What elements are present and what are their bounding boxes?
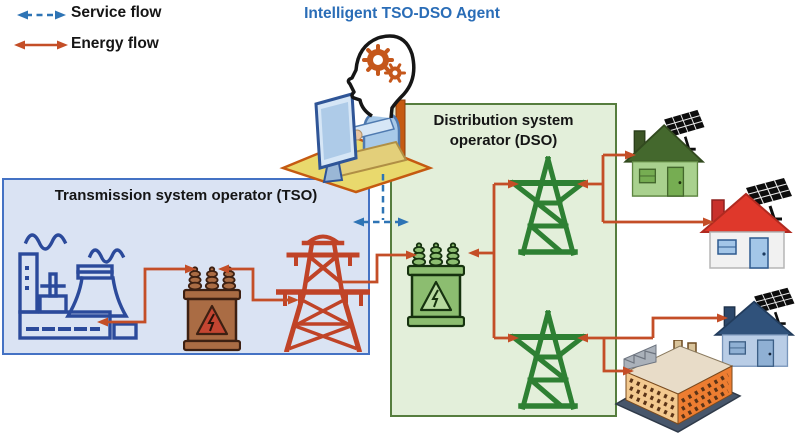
smoke-icon [87, 248, 126, 264]
legend-energy-flow-label: Energy flow [71, 35, 159, 52]
agent-head-profile [346, 34, 416, 119]
dso-transformer-icon [407, 242, 465, 328]
plant-chimney [18, 252, 39, 314]
monitor-screen [321, 102, 351, 160]
dso-title: Distribution system operator (DSO) [433, 112, 574, 150]
distribution-tower-upper-icon [509, 156, 587, 256]
gear-brain-icon [362, 44, 406, 83]
power-plant-icon [18, 233, 138, 340]
legend-service-arrow [17, 10, 66, 20]
plant-base [18, 310, 112, 340]
factory-icon [614, 340, 742, 433]
warning-triangle-icon [195, 304, 229, 336]
solar-panel-icon [664, 109, 705, 151]
cooling-tower [65, 276, 129, 318]
tso-title: Transmission system operator (TSO) [54, 187, 318, 204]
red-roof-house-with-solar-icon [699, 178, 793, 269]
transmission-tower-icon [276, 234, 370, 352]
legend-service-flow-label: Service flow [71, 4, 162, 21]
lightning-bolt-icon [431, 289, 439, 308]
blue-house-with-solar-icon [713, 287, 796, 367]
distribution-tower-lower-icon [509, 310, 587, 410]
tso-transformer-icon [183, 266, 241, 352]
smoke-icon [23, 233, 68, 251]
warning-triangle-icon [419, 280, 453, 312]
intelligent-agent-icon [279, 34, 434, 194]
lightning-bolt-icon [207, 313, 215, 332]
legend-energy-arrow [14, 40, 68, 50]
green-house-with-solar-icon [623, 109, 706, 197]
agent-title: Intelligent TSO-DSO Agent [304, 5, 500, 22]
